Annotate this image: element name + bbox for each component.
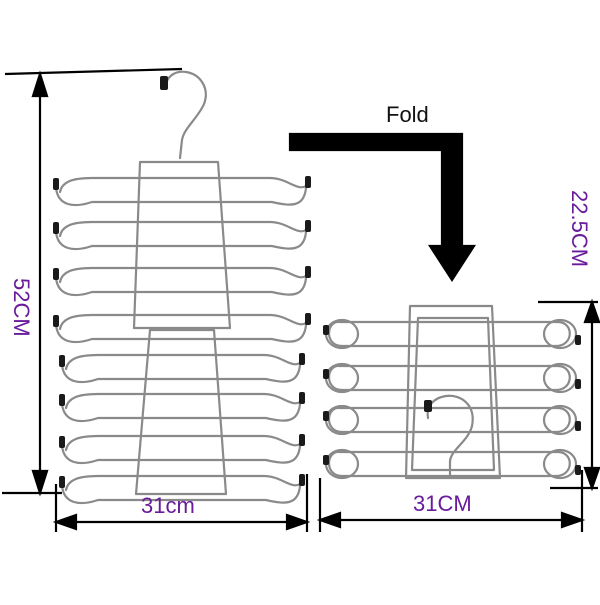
folded-loop-right	[542, 362, 578, 394]
hanger-tier-lower	[54, 186, 308, 207]
tier-tip	[305, 313, 311, 325]
height-unfolded-arrow-top	[31, 70, 49, 98]
folded-tip	[323, 411, 329, 421]
tier-tip	[305, 220, 311, 232]
tier-tip	[53, 268, 59, 280]
tier-tip	[299, 434, 305, 446]
tier-tip	[59, 394, 65, 406]
folded-loop-right	[542, 404, 578, 436]
hanger-tier-lower	[54, 230, 308, 251]
folded-tip	[575, 421, 581, 431]
dimension-lines	[2, 67, 600, 532]
tier-tip	[299, 392, 305, 404]
width-unfolded-arrow-right	[285, 513, 311, 531]
tier-tip	[305, 266, 311, 278]
hanger-tier-lower	[60, 402, 302, 423]
folded-tier	[327, 320, 571, 348]
height-unfolded-top-tick	[4, 67, 183, 76]
hanger-tier-lower	[60, 444, 302, 465]
folded-tip	[323, 325, 329, 335]
folded-tip	[575, 335, 581, 345]
hanger-tier	[58, 176, 312, 194]
fold-label: Fold	[386, 102, 429, 127]
folded-tier	[327, 364, 571, 392]
folded-hanger	[323, 304, 581, 480]
folded-tip	[575, 379, 581, 389]
width-unfolded-arrow-left	[52, 513, 78, 531]
tier-tip	[299, 474, 305, 486]
hanger-tier-lower	[60, 484, 302, 505]
folded-frame	[404, 304, 502, 480]
hanger-tier-lower	[54, 276, 308, 297]
hanger-tier	[64, 353, 306, 371]
folded-loop-left	[324, 362, 360, 394]
folded-tiers	[323, 318, 581, 480]
hanger-tier	[58, 266, 312, 284]
hanger-tier	[64, 392, 306, 410]
width-folded-arrow-right	[560, 511, 586, 529]
height-folded-arrow-bottom	[583, 466, 600, 492]
folded-loop-left	[324, 448, 360, 480]
hanger-tiers	[53, 76, 312, 505]
folded-tip	[575, 465, 581, 475]
width-folded-arrow-left	[316, 511, 342, 529]
height-folded-label: 22.5CM	[567, 190, 592, 268]
tier-tip	[53, 315, 59, 327]
hanger-tier	[58, 220, 312, 238]
height-unfolded-arrow-bottom	[31, 469, 49, 497]
tier-tip	[59, 355, 65, 367]
tier-tip	[59, 436, 65, 448]
fold-arrow	[288, 132, 477, 283]
height-unfolded-label: 52CM	[9, 278, 34, 337]
folded-tip	[323, 369, 329, 379]
tier-tip	[59, 476, 65, 488]
tier-tip	[299, 353, 305, 365]
hanger-tier	[64, 474, 306, 492]
folded-tier	[327, 450, 571, 478]
folded-tier	[327, 406, 571, 434]
folded-loop-right	[542, 448, 578, 480]
folded-tip	[323, 455, 329, 465]
folded-loop-right	[542, 318, 578, 350]
tier-tip	[53, 178, 59, 190]
folded-inner-frame	[410, 316, 496, 472]
folded-loop-left	[324, 404, 360, 436]
lower-frame	[134, 328, 228, 496]
width-folded-label: 31CM	[413, 491, 472, 516]
width-unfolded-label: 31cm	[141, 493, 195, 518]
folded-hook-tip	[424, 400, 432, 412]
unfolded-hanger	[53, 70, 312, 505]
tier-tip	[305, 176, 311, 188]
hanger-tier-lower	[54, 323, 308, 344]
hook-tip	[160, 76, 168, 90]
hanger-tier	[64, 434, 306, 452]
folded-loop-left	[324, 318, 360, 350]
hanger-hook	[164, 70, 207, 160]
upper-frame	[132, 160, 232, 330]
height-folded-arrow-top	[583, 298, 600, 324]
hanger-tier	[58, 313, 312, 331]
hanger-tier-lower	[60, 363, 302, 384]
tier-tip	[53, 222, 59, 234]
